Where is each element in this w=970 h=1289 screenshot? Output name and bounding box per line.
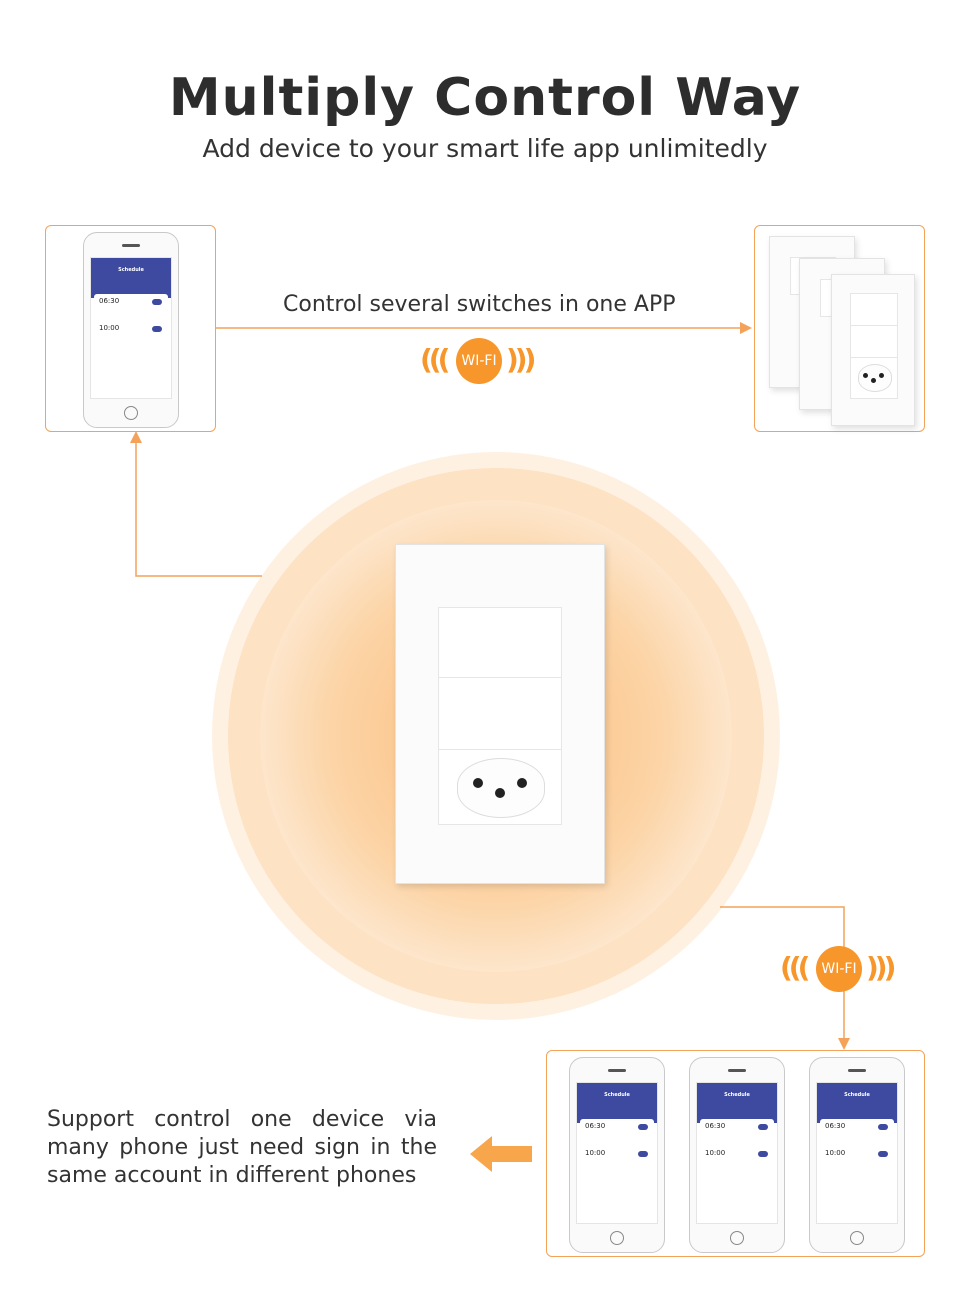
wifi-icon: WI-FI — [816, 946, 862, 992]
switch-plate — [831, 274, 915, 426]
smart-switch-socket — [395, 544, 605, 884]
support-description: Support control one device via many phon… — [47, 1107, 437, 1188]
arrow-left-icon — [470, 1136, 532, 1172]
schedule-time: 10:00 — [99, 324, 120, 332]
wifi-signal-badge: ((( WI-FI ))) — [420, 336, 540, 386]
arrow-right-head — [740, 322, 752, 334]
wifi-icon: WI-FI — [456, 338, 502, 384]
arrow-up-head — [130, 431, 142, 443]
switch-key-bottom — [438, 677, 562, 751]
phone-mockup: Schedule 06:30 10:00 — [689, 1057, 785, 1253]
single-phone-box: Schedule 06:30 10:00 — [45, 225, 216, 432]
page-subtitle: Add device to your smart life app unlimi… — [202, 134, 768, 163]
multiple-phones-box: Schedule 06:30 10:00 Schedule 06:30 10:0… — [546, 1050, 925, 1257]
schedule-toggle — [152, 299, 162, 305]
app-screen-title: Schedule — [118, 267, 144, 273]
phone-mockup: Schedule 06:30 10:00 — [809, 1057, 905, 1253]
page-title: Multiply Control Way — [168, 68, 802, 128]
arrow-down-head — [838, 1038, 850, 1050]
schedule-time: 06:30 — [99, 297, 120, 305]
switch-key-top — [438, 607, 562, 679]
phone-mockup: Schedule 06:30 10:00 — [569, 1057, 665, 1253]
power-socket — [438, 749, 562, 825]
schedule-toggle — [152, 326, 162, 332]
wifi-signal-badge: ((( WI-FI ))) — [780, 944, 900, 994]
multiple-switches-box — [754, 225, 925, 432]
phone-mockup: Schedule 06:30 10:00 — [83, 232, 179, 428]
several-switches-caption: Control several switches in one APP — [283, 292, 676, 317]
